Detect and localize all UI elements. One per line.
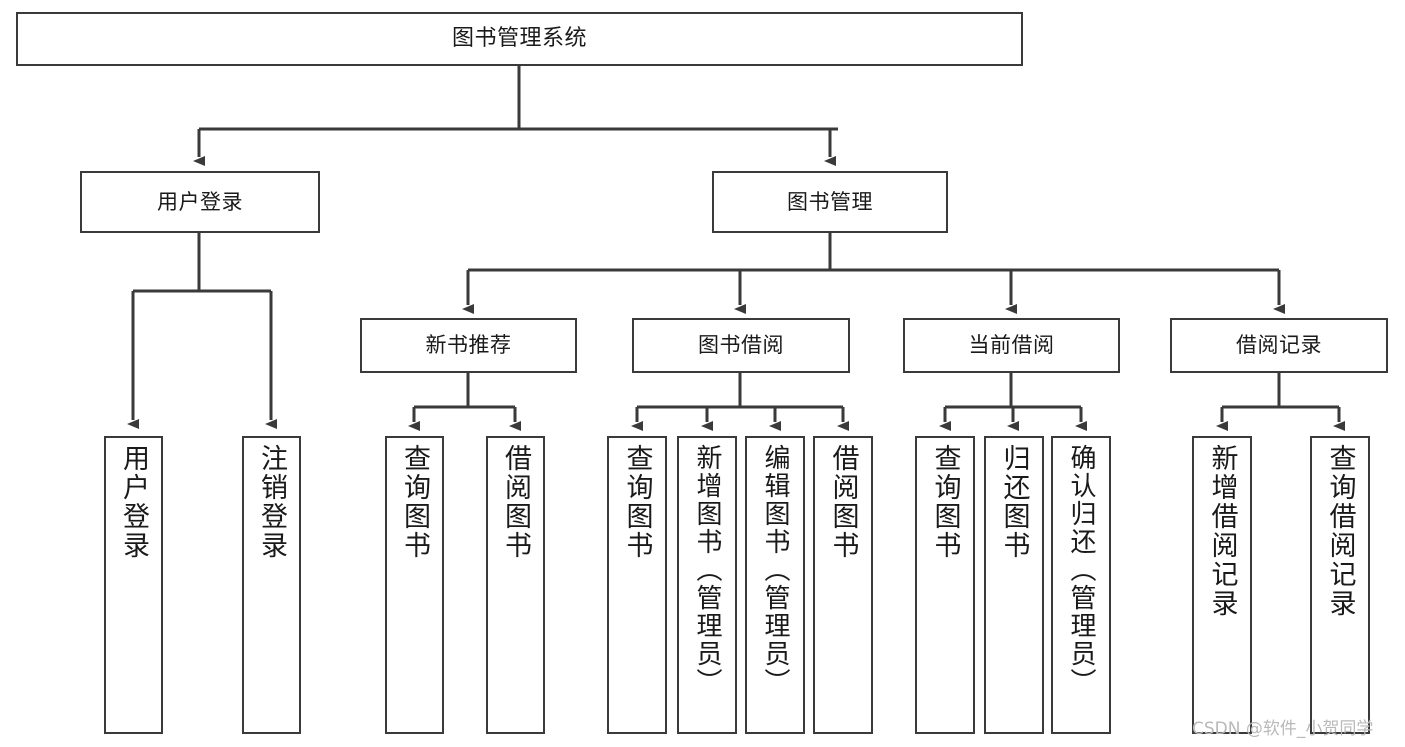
node-label: 借阅图书 bbox=[500, 444, 531, 560]
leaf-user-login[interactable]: 用户登录 bbox=[104, 436, 163, 734]
leaf-borrow-book[interactable]: 借阅图书 bbox=[813, 436, 873, 734]
node-label: 新书推荐 bbox=[425, 333, 512, 358]
node-label: 图书借阅 bbox=[698, 333, 784, 358]
leaf-return-book[interactable]: 归还图书 bbox=[984, 436, 1044, 734]
node-label: 查询图书 bbox=[929, 444, 961, 560]
node-new-book-recommend[interactable]: 新书推荐 bbox=[360, 318, 577, 373]
node-current-borrow[interactable]: 当前借阅 bbox=[903, 318, 1120, 373]
node-label: 查询图书 bbox=[399, 444, 430, 560]
leaf-add-book-admin[interactable]: 新增图书（管理员） bbox=[677, 436, 737, 734]
leaf-query-book-borrow[interactable]: 查询图书 bbox=[607, 436, 667, 734]
node-book-borrow[interactable]: 图书借阅 bbox=[632, 318, 850, 373]
node-label: 归还图书 bbox=[998, 444, 1030, 560]
node-label: 图书管理 bbox=[787, 189, 873, 214]
node-label: 编辑图书（管理员） bbox=[760, 444, 790, 696]
leaf-query-book-recommend[interactable]: 查询图书 bbox=[385, 436, 444, 734]
node-label: 用户登录 bbox=[157, 189, 243, 214]
node-borrow-record[interactable]: 借阅记录 bbox=[1170, 318, 1388, 373]
node-label: 注销登录 bbox=[256, 444, 287, 560]
node-label: 图书管理系统 bbox=[451, 26, 587, 52]
node-label: 查询借阅记录 bbox=[1324, 444, 1356, 618]
node-label: 借阅图书 bbox=[827, 444, 859, 560]
node-label: 新增借阅记录 bbox=[1206, 444, 1238, 618]
leaf-borrow-book-recommend[interactable]: 借阅图书 bbox=[486, 436, 545, 734]
leaf-query-borrow-record[interactable]: 查询借阅记录 bbox=[1310, 436, 1370, 734]
node-root[interactable]: 图书管理系统 bbox=[16, 12, 1023, 66]
node-label: 借阅记录 bbox=[1236, 333, 1322, 358]
node-label: 查询图书 bbox=[621, 444, 653, 560]
leaf-add-borrow-record[interactable]: 新增借阅记录 bbox=[1192, 436, 1252, 734]
leaf-query-book-current[interactable]: 查询图书 bbox=[915, 436, 975, 734]
node-label: 当前借阅 bbox=[968, 333, 1055, 358]
leaf-user-logout[interactable]: 注销登录 bbox=[242, 436, 301, 734]
node-user-login[interactable]: 用户登录 bbox=[80, 171, 320, 233]
leaf-confirm-return-admin[interactable]: 确认归还（管理员） bbox=[1051, 436, 1111, 734]
leaf-edit-book-admin[interactable]: 编辑图书（管理员） bbox=[745, 436, 805, 734]
node-book-manage[interactable]: 图书管理 bbox=[712, 171, 948, 233]
csdn-watermark: CSDN @软件_小贺同学 bbox=[1192, 719, 1374, 739]
node-label: 确认归还（管理员） bbox=[1066, 444, 1096, 696]
node-label: 新增图书（管理员） bbox=[692, 444, 722, 696]
node-label: 用户登录 bbox=[118, 444, 149, 560]
